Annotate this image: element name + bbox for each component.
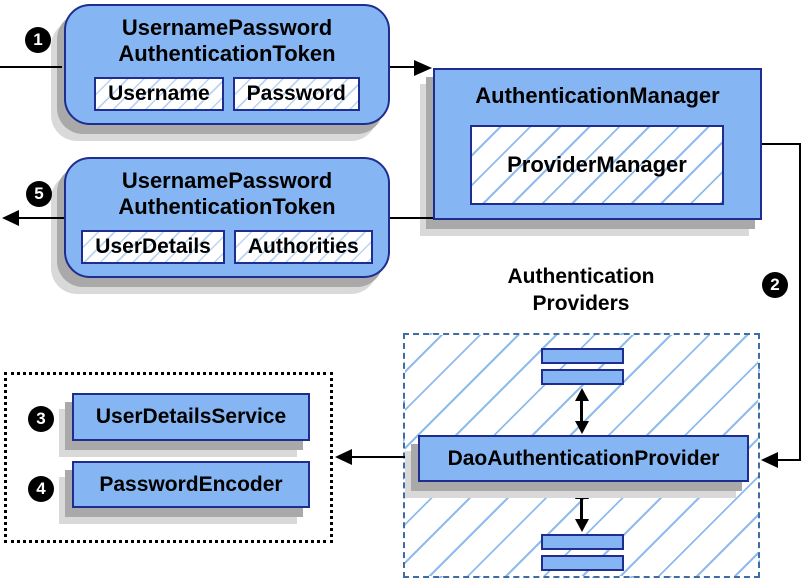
step-5-badge: 5 [26,181,52,207]
bidirectional-arrow-top-uphead [575,388,589,401]
result-token-title-line2: AuthenticationToken [118,194,336,219]
manager-to-provider-vertical-segment [799,143,801,461]
provider-stack-bar-top-1 [541,348,624,364]
manager-to-provider-top-segment [762,143,801,145]
authentication-providers-label-line1: Authentication [507,265,655,288]
manager-to-provider-bottom-segment [777,459,801,461]
arrow-result-out-left [2,210,19,226]
authorities-field: Authorities [233,230,373,264]
dao-to-services-line [350,456,418,458]
step-4-badge: 4 [28,476,54,502]
services-container [4,372,333,543]
password-field: Password [232,77,360,111]
step-3-badge: 3 [28,406,54,432]
request-token-title-line1: UsernamePassword [121,15,333,40]
authentication-manager-title: AuthenticationManager [475,83,720,108]
result-line-left-segment [18,217,64,219]
request-token-title-line2: AuthenticationToken [118,41,336,66]
result-token-title-line1: UsernamePassword [121,168,333,193]
user-details-service-box: UserDetailsService [72,393,310,441]
result-token-title: UsernamePassword AuthenticationToken [66,168,388,220]
result-token-fields: UserDetails Authorities [66,230,388,264]
provider-stack-bar-top-2 [541,369,624,385]
user-details-field: UserDetails [81,230,225,264]
provider-stack-bar-bottom-1 [541,534,624,550]
bidirectional-arrow-bottom-shaft [580,496,583,524]
bidirectional-arrow-top-shaft [580,398,583,426]
password-encoder-box: PasswordEncoder [72,461,310,508]
step-1-badge: 1 [25,27,51,53]
bidirectional-arrow-bottom-downhead [575,519,589,532]
result-line-manager-segment [390,217,433,219]
request-token-title: UsernamePassword AuthenticationToken [66,15,388,67]
step-2-badge: 2 [762,272,788,298]
authentication-providers-label-line2: Providers [532,292,630,315]
request-line-right-segment [390,66,416,68]
bidirectional-arrow-bottom-uphead [575,486,589,499]
bidirectional-arrow-top-downhead [575,421,589,434]
arrow-into-services-box [335,449,352,465]
request-line-left-segment [0,66,62,68]
username-password-token-request-box: UsernamePassword AuthenticationToken Use… [64,4,390,125]
provider-manager-box: ProviderManager [470,125,724,205]
provider-stack-bar-bottom-2 [541,555,624,571]
authentication-providers-label: Authentication Providers [402,263,760,317]
arrow-into-authentication-manager [414,60,432,76]
request-token-fields: Username Password [66,77,388,111]
username-password-token-result-box: UsernamePassword AuthenticationToken Use… [64,157,390,278]
dao-authentication-provider-box: DaoAuthenticationProvider [418,435,749,482]
username-field: Username [94,77,224,111]
arrow-into-dao-provider [761,452,778,468]
authentication-manager-box: AuthenticationManager ProviderManager [433,68,762,220]
